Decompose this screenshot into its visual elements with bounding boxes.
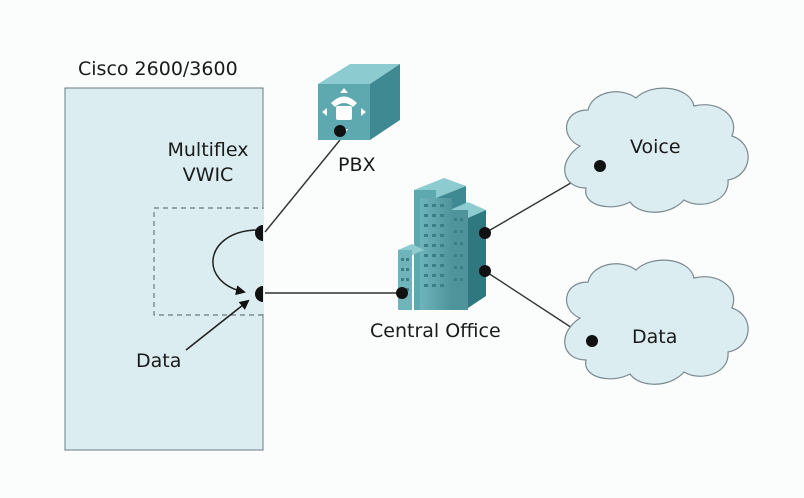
data-arrow-label: Data — [136, 350, 182, 372]
co-right-top-dot — [479, 227, 491, 239]
data-dot — [586, 335, 598, 347]
link-router-pbx — [264, 139, 341, 233]
loopback-arc — [212, 229, 257, 296]
router-box — [64, 87, 264, 451]
pbx-port-dot — [334, 125, 346, 137]
voice-cloud-label: Voice — [630, 136, 681, 158]
pbx-icon — [318, 64, 400, 140]
data-arrow — [185, 299, 250, 351]
central-office-building-icon — [398, 178, 486, 310]
router-label: Cisco 2600/3600 — [78, 58, 238, 80]
data-cloud-label: Data — [632, 326, 678, 348]
port-top — [255, 225, 263, 241]
co-left-dot — [396, 287, 408, 299]
central-office-label: Central Office — [370, 320, 501, 342]
voice-dot — [594, 160, 606, 172]
vwic-label-line1: Multiflex — [167, 139, 249, 161]
vwic-label-line2: VWIC — [182, 164, 234, 186]
pbx-label: PBX — [338, 154, 376, 176]
port-bottom — [255, 286, 263, 302]
data-cloud — [564, 259, 749, 385]
voice-cloud — [564, 87, 749, 213]
co-right-bottom-dot — [479, 265, 491, 277]
